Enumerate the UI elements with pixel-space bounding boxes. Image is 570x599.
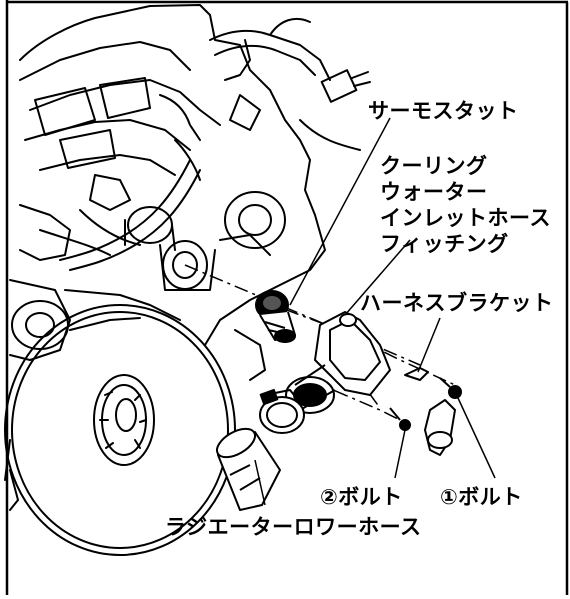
thermostat-part (255, 290, 296, 343)
label-inlet-fitting-line2: ウォーター (380, 180, 488, 204)
leader-bolt-1 (457, 397, 496, 479)
leader-radiator-hose (254, 459, 266, 506)
leader-thermostat (289, 117, 391, 306)
label-bolt-1: ①ボルト (440, 485, 523, 509)
hose-clamp-part (259, 388, 305, 434)
label-harness-bracket: ハーネスブラケット (360, 291, 554, 315)
leader-inlet-fitting (344, 239, 411, 316)
harness-bracket-part (389, 367, 462, 456)
label-radiator-lower-hose: ラジエーターロワーホース (165, 515, 422, 539)
leader-harness-bracket (417, 317, 441, 373)
inlet-fitting-part (285, 311, 391, 414)
leader-lines (254, 117, 496, 506)
label-inlet-fitting-line3: インレットホース (380, 206, 551, 230)
engine-block (4, 4, 371, 556)
label-thermostat: サーモスタット (368, 99, 519, 123)
label-inlet-fitting-line4: フィッチング (380, 232, 509, 256)
label-inlet-fitting-line1: クーリング (380, 154, 488, 178)
label-bolt-2: ②ボルト (320, 485, 403, 509)
leader-bolt-2 (394, 429, 406, 479)
radiator-hose-part (216, 427, 281, 511)
